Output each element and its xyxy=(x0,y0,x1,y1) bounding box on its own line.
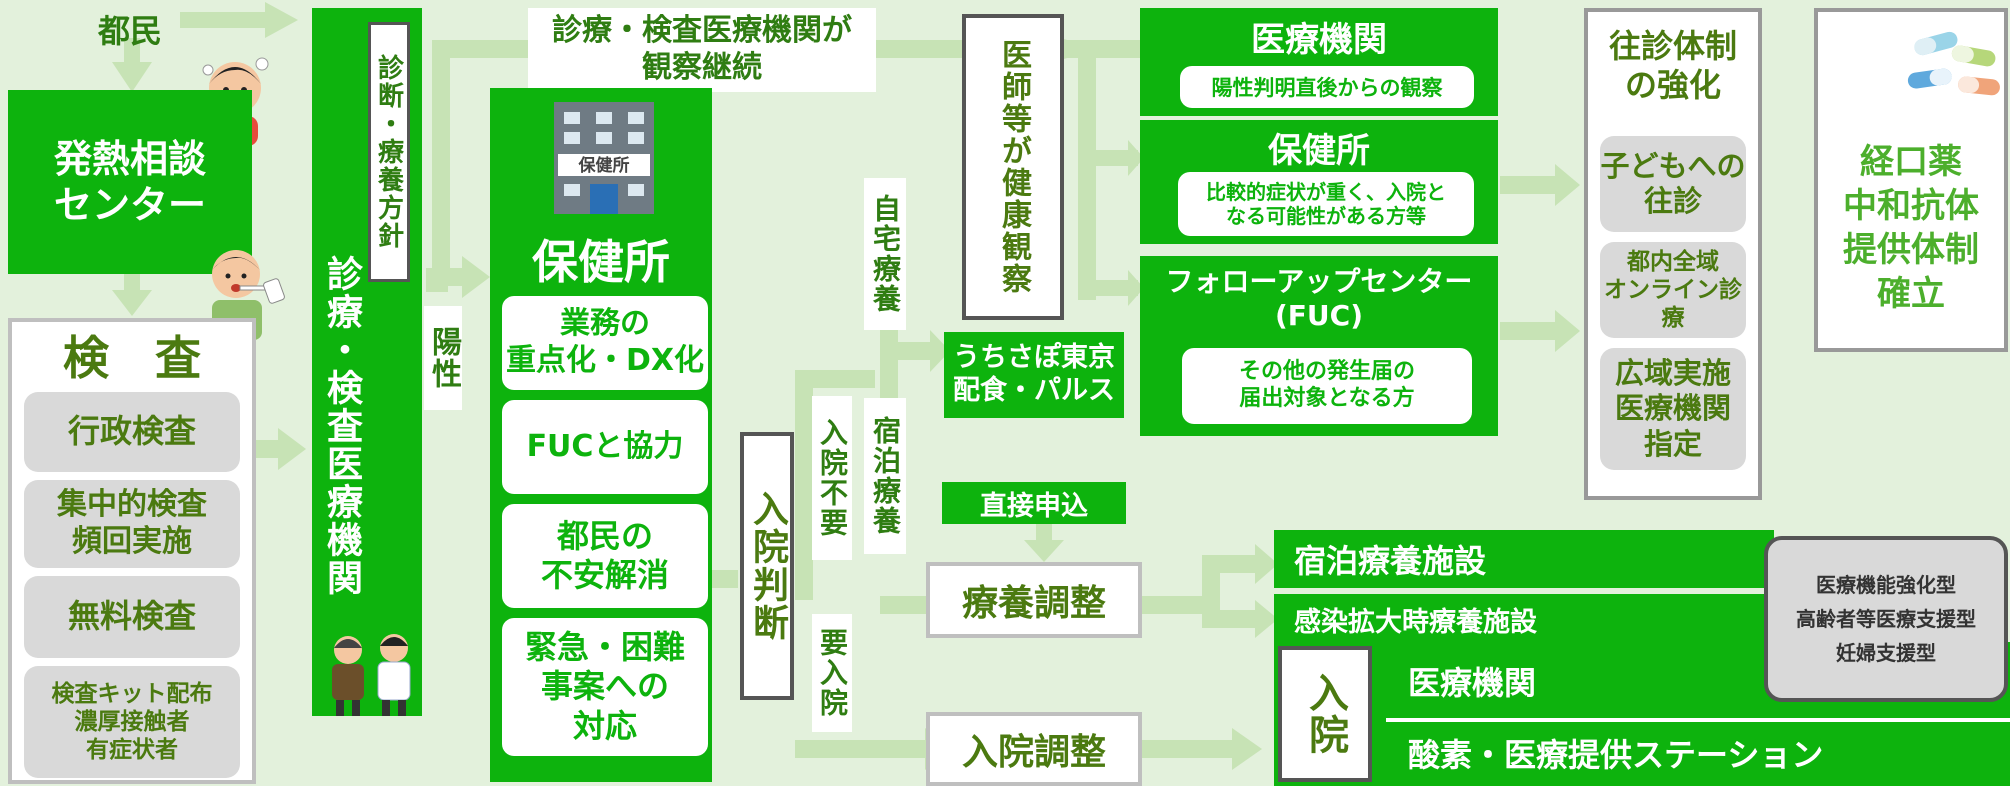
monitor-health-center-sub: 比較的症状が重く、入院と なる可能性がある方等 xyxy=(1178,172,1474,236)
capsules-icon xyxy=(1907,31,2000,96)
admission-divider xyxy=(1386,718,2010,722)
hotel-facility: 宿泊療養施設 xyxy=(1274,530,1774,588)
no-admission-label: 入院不要 xyxy=(812,396,852,560)
fever-consultation-center: 発熱相談 センター xyxy=(8,90,252,274)
uchisapo-tokyo: うちさぽ東京 配食・パルス xyxy=(944,332,1124,418)
health-center-building-icon: 保健所 xyxy=(554,102,654,214)
hc-item-dx: 業務の 重点化・DX化 xyxy=(502,296,708,390)
hc-item-fuc: FUCと協力 xyxy=(502,400,708,494)
admission-adjustment: 入院調整 xyxy=(926,712,1142,786)
home-visit-title: 往診体制 の強化 xyxy=(1608,26,1737,104)
health-center-title: 保健所 xyxy=(532,235,670,289)
home-visit-online: 都内全域 オンライン診療 xyxy=(1600,242,1746,338)
test-item-administrative: 行政検査 xyxy=(24,392,240,472)
home-care-label: 自宅療養 xyxy=(864,178,906,330)
needs-admission-label: 要入院 xyxy=(812,614,852,732)
oxygen-station: 酸素・医療提供ステーション xyxy=(1408,736,1824,774)
care-adjustment: 療養調整 xyxy=(926,562,1142,638)
doctor-monitoring: 医師等が健康観察 xyxy=(962,14,1064,320)
monitor-health-center-title: 保健所 xyxy=(1268,130,1370,171)
testing-title: 検 査 xyxy=(63,331,201,385)
clinic-observation-banner: 診療・検査医療機関が 観察継続 xyxy=(528,8,876,92)
clinic-label: 診療・検査医療機関 xyxy=(321,255,362,597)
home-visit-children: 子どもへの 往診 xyxy=(1600,136,1746,232)
oral-drug-text: 経口薬 中和抗体 提供体制 確立 xyxy=(1843,141,1979,315)
hc-item-emergency: 緊急・困難 事案への 対応 xyxy=(502,618,708,756)
monitor-fuc-sub: その他の発生届の 届出対象となる方 xyxy=(1182,348,1472,424)
direct-application: 直接申込 xyxy=(942,482,1126,524)
admission-hospital: 医療機関 xyxy=(1408,664,1537,702)
citizen-label: 都民 xyxy=(97,12,162,50)
building-sign: 保健所 xyxy=(578,155,630,176)
test-item-intensive: 集中的検査 頻回実施 xyxy=(24,480,240,568)
monitor-hospital-sub: 陽性判明直後からの観察 xyxy=(1180,66,1474,108)
test-item-free: 無料検査 xyxy=(24,576,240,658)
home-visit-wide-area: 広域実施 医療機関 指定 xyxy=(1600,348,1746,470)
oral-drug-panel xyxy=(1814,8,2008,352)
test-item-kit-distribution: 検査キット配布 濃厚接触者 有症状者 xyxy=(24,666,240,778)
diagnosis-policy-label: 診断・療養方針 xyxy=(368,22,410,282)
doctor-patient-icon xyxy=(332,634,411,716)
monitor-hospital-title: 医療機関 xyxy=(1251,19,1387,60)
hotel-care-label: 宿泊療養 xyxy=(864,398,906,554)
admission-judgment: 入院判断 xyxy=(740,432,794,700)
expansion-facility: 感染拡大時療養施設 xyxy=(1274,594,1774,644)
monitor-fuc-title: フォローアップセンター (FUC) xyxy=(1165,264,1473,332)
positive-label: 陽性 xyxy=(424,306,462,410)
admission-label: 入院 xyxy=(1278,646,1372,782)
hc-item-reassure: 都民の 不安解消 xyxy=(502,504,708,608)
facility-types: 医療機能強化型 高齢者等医療支援型 妊婦支援型 xyxy=(1764,536,2008,702)
